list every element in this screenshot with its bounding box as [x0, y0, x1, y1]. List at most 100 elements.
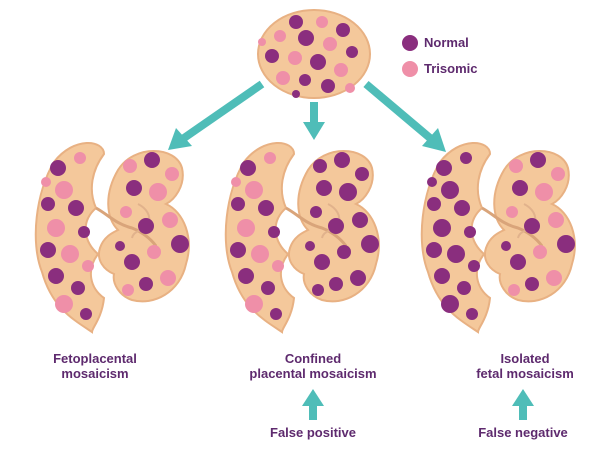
trisomic-cell	[508, 284, 520, 296]
panel-title-line2: placental mosaicism	[228, 366, 398, 381]
normal-cell	[305, 241, 315, 251]
false-positive-arrow	[302, 389, 324, 420]
trisomic-cell	[47, 219, 65, 237]
normal-cell	[457, 281, 471, 295]
normal-cell	[339, 183, 357, 201]
trisomic-cell	[251, 245, 269, 263]
normal-cell	[258, 200, 274, 216]
normal-cell	[40, 242, 56, 258]
normal-cell	[138, 218, 154, 234]
trisomic-cell	[55, 295, 73, 313]
normal-cell	[460, 152, 472, 164]
isolated-fetal-illustration	[422, 143, 575, 332]
false-negative-label: False negative	[453, 425, 593, 440]
normal-cell	[299, 74, 311, 86]
trisomic-cell	[316, 16, 328, 28]
arrow-to-isolated-fetal	[366, 84, 446, 152]
normal-cell	[314, 254, 330, 270]
normal-cell	[530, 152, 546, 168]
trisomic-cell	[276, 71, 290, 85]
trisomic-cell	[165, 167, 179, 181]
normal-cell	[355, 167, 369, 181]
normal-cell	[298, 30, 314, 46]
trisomic-cell	[231, 177, 241, 187]
trisomic-cell	[535, 183, 553, 201]
normal-cell	[510, 254, 526, 270]
trisomic-cell	[288, 51, 302, 65]
normal-cell	[171, 235, 189, 253]
trisomic-cell	[149, 183, 167, 201]
legend-trisomic-label: Trisomic	[424, 61, 477, 76]
normal-cell	[265, 49, 279, 63]
normal-cell	[292, 90, 300, 98]
normal-cell	[466, 308, 478, 320]
normal-cell	[50, 160, 66, 176]
normal-cell	[124, 254, 140, 270]
trisomic-cell	[41, 177, 51, 187]
trisomic-cell	[345, 83, 355, 93]
arrow-to-confined-placental	[303, 102, 325, 140]
normal-cell	[346, 46, 358, 58]
arrow-to-fetoplacental	[168, 84, 262, 150]
normal-cell	[71, 281, 85, 295]
panel-title-line1: Fetoplacental	[30, 351, 160, 366]
normal-cell	[434, 268, 450, 284]
normal-cell	[268, 226, 280, 238]
panel-title-line1: Confined	[228, 351, 398, 366]
trisomic-cell	[323, 37, 337, 51]
normal-cell	[310, 54, 326, 70]
normal-cell	[48, 268, 64, 284]
trisomic-cell	[272, 260, 284, 272]
normal-cell	[139, 277, 153, 291]
trisomic-cell	[122, 284, 134, 296]
panel-title-line1: Isolated	[450, 351, 600, 366]
normal-cell	[336, 23, 350, 37]
normal-cell	[231, 197, 245, 211]
trisomic-cell	[74, 152, 86, 164]
normal-cell	[313, 159, 327, 173]
trisomic-cell	[162, 212, 178, 228]
normal-cell	[68, 200, 84, 216]
normal-cell	[454, 200, 470, 216]
normal-cell	[512, 180, 528, 196]
false-negative-arrow	[512, 389, 534, 420]
trisomic-cell	[264, 152, 276, 164]
panel-title-isolated-fetal: Isolated fetal mosaicism	[450, 351, 600, 381]
panel-title-line2: fetal mosaicism	[450, 366, 600, 381]
normal-cell	[525, 277, 539, 291]
legend-normal-swatch	[402, 35, 418, 51]
trisomic-cell	[123, 159, 137, 173]
normal-cell	[289, 15, 303, 29]
normal-cell	[115, 241, 125, 251]
legend-trisomic-swatch	[402, 61, 418, 77]
normal-cell	[334, 152, 350, 168]
normal-cell	[321, 79, 335, 93]
normal-cell	[41, 197, 55, 211]
trisomic-cell	[245, 295, 263, 313]
normal-cell	[433, 219, 451, 237]
normal-cell	[557, 235, 575, 253]
trisomic-cell	[61, 245, 79, 263]
normal-cell	[144, 152, 160, 168]
normal-cell	[328, 218, 344, 234]
normal-cell	[238, 268, 254, 284]
normal-cell	[337, 245, 351, 259]
normal-cell	[501, 241, 511, 251]
normal-cell	[447, 245, 465, 263]
trisomic-cell	[274, 30, 286, 42]
normal-cell	[524, 218, 540, 234]
normal-cell	[361, 235, 379, 253]
trisomic-cell	[509, 159, 523, 173]
panel-title-line2: mosaicism	[30, 366, 160, 381]
normal-cell	[78, 226, 90, 238]
false-positive-label: False positive	[243, 425, 383, 440]
normal-cell	[352, 212, 368, 228]
normal-cell	[427, 197, 441, 211]
trisomic-cell	[120, 206, 132, 218]
normal-cell	[126, 180, 142, 196]
trisomic-cell	[506, 206, 518, 218]
normal-cell	[240, 160, 256, 176]
trisomic-cell	[546, 270, 562, 286]
trisomic-cell	[147, 245, 161, 259]
